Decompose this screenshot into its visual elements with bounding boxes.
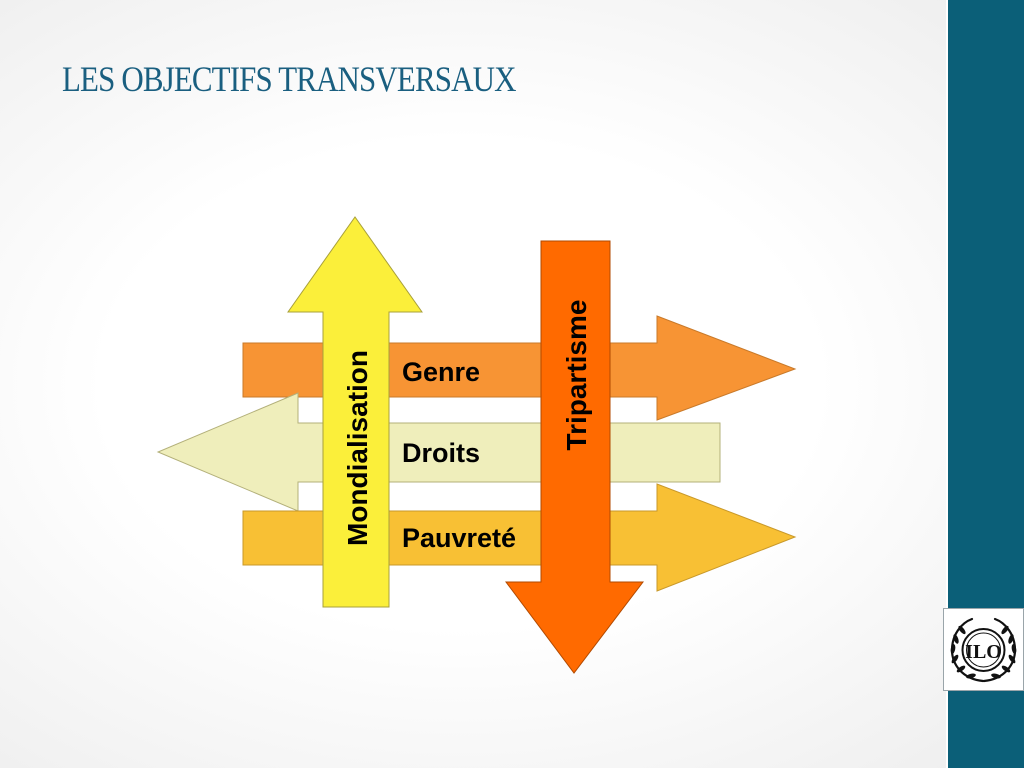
ilo-logo-text: ILO [965, 641, 1002, 663]
arrow-label-mondialisation: Mondialisation [342, 350, 373, 546]
arrow-mondialisation [287, 216, 423, 608]
arrow-label-droits: Droits [402, 438, 480, 468]
arrow-label-tripartisme: Tripartisme [561, 300, 592, 451]
arrow-label-pauvrete: Pauvreté [402, 523, 516, 553]
ilo-logo: ILO [943, 608, 1024, 691]
arrow-tripartisme [505, 240, 645, 674]
ilo-emblem-icon: ILO [950, 617, 1017, 683]
arrow-label-genre: Genre [402, 357, 480, 387]
cross-cutting-objectives-diagram: Genre Droits Pauvreté Mondialisation Tri… [156, 216, 797, 674]
sidebar-divider [946, 0, 948, 768]
slide-title: LES OBJECTIFS TRANSVERSAUX [62, 59, 516, 99]
